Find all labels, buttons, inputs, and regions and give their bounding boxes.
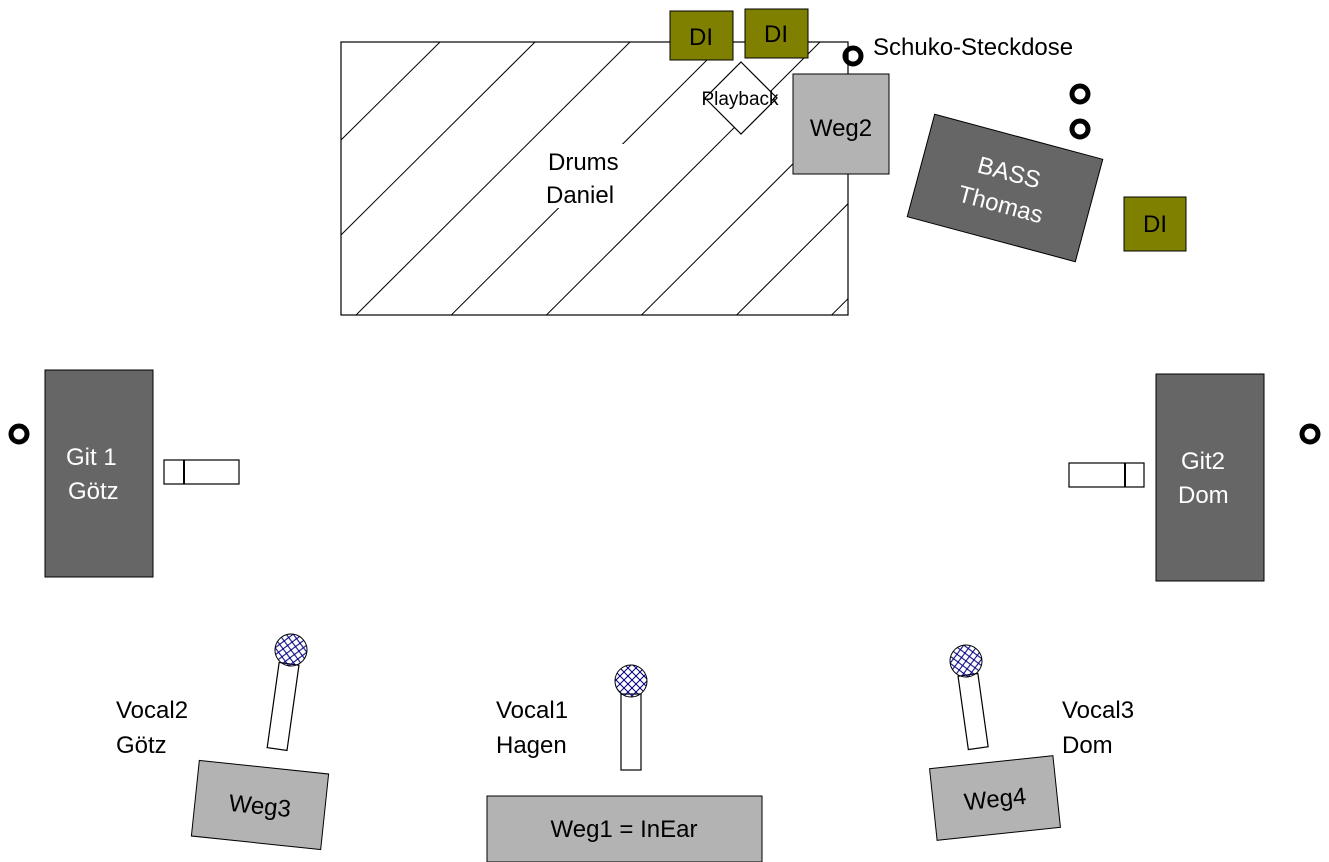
svg-text:Weg4: Weg4: [963, 783, 1028, 816]
vocal-mic-3: [949, 644, 989, 751]
svg-text:Weg1 = InEar: Weg1 = InEar: [551, 816, 698, 843]
drums-label: Drums: [548, 149, 619, 176]
vocal2-label: Vocal2: [116, 697, 188, 724]
power-socket-icon: [1069, 118, 1091, 140]
git1-player-name: Götz: [68, 478, 119, 505]
vocal3-singer-name: Dom: [1062, 732, 1113, 759]
bass-amp: BASS Thomas: [906, 113, 1104, 263]
monitor-weg4: Weg4: [929, 755, 1061, 841]
playback-box: Playback: [701, 61, 779, 135]
svg-text:DI: DI: [689, 24, 713, 51]
power-socket-icon: [1069, 83, 1091, 105]
di-box-2: DI: [744, 8, 809, 59]
guitar-amp-1: Git 1 Götz: [44, 369, 154, 578]
mic-head-icon: [949, 644, 983, 678]
power-socket-icon: [1299, 423, 1321, 445]
vocal-mic-2: [266, 633, 308, 752]
playback-label: Playback: [701, 89, 779, 110]
git1-label: Git 1: [66, 444, 117, 471]
guitar-amp-mic-2: [1068, 462, 1145, 488]
vocal1-singer-name: Hagen: [496, 732, 567, 759]
power-socket-icon: [8, 423, 30, 445]
svg-text:Weg3: Weg3: [227, 790, 292, 823]
monitor-weg2: Weg2: [792, 73, 890, 175]
vocal-mic-1: [614, 664, 648, 771]
power-socket-icon: [842, 45, 864, 67]
vocal2-singer-name: Götz: [116, 732, 167, 759]
mic-head-icon: [614, 664, 648, 698]
di-box-3: DI: [1123, 196, 1187, 252]
vocal1-label: Vocal1: [496, 697, 568, 724]
git2-label: Git2: [1181, 448, 1225, 475]
guitar-amp-mic-1: [163, 459, 240, 485]
svg-text:Weg2: Weg2: [810, 115, 872, 142]
socket-label: Schuko-Steckdose: [873, 34, 1073, 61]
git2-player-name: Dom: [1178, 482, 1229, 509]
svg-text:DI: DI: [1143, 211, 1167, 238]
guitar-amp-2: Git2 Dom: [1155, 373, 1265, 582]
drummer-name: Daniel: [546, 182, 614, 209]
monitor-weg1: Weg1 = InEar: [486, 795, 763, 862]
monitor-weg3: Weg3: [190, 759, 330, 851]
di-box-1: DI: [669, 10, 734, 61]
vocal3-label: Vocal3: [1062, 697, 1134, 724]
svg-text:DI: DI: [764, 21, 788, 48]
mic-head-icon: [274, 633, 308, 667]
